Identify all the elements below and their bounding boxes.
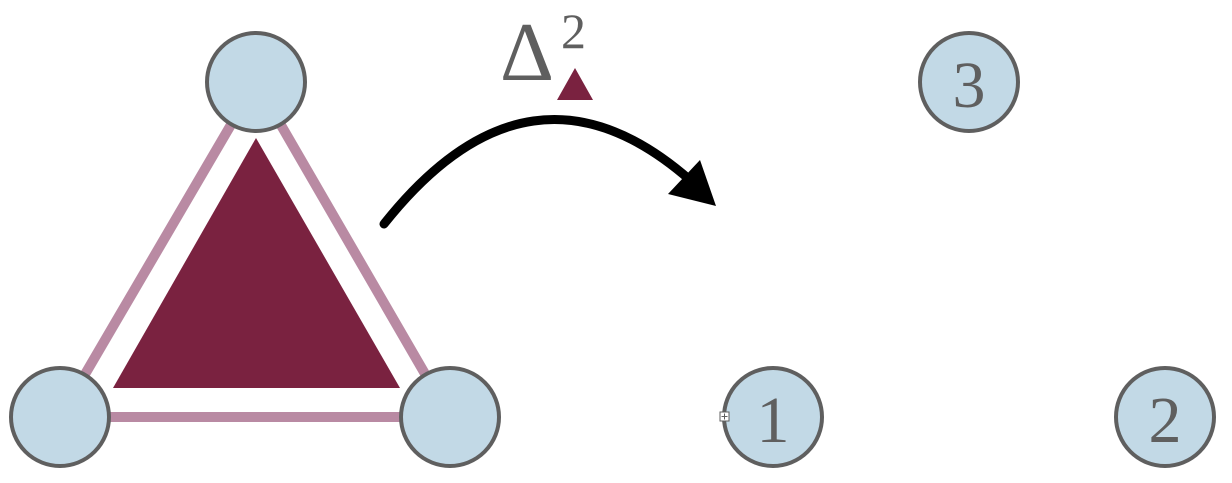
filled-triangle xyxy=(113,138,400,388)
edge-left xyxy=(55,79,261,420)
output-vertex-3: 3 xyxy=(918,31,1020,133)
output-vertex-2: 2 xyxy=(1114,366,1216,468)
transform-arrow xyxy=(379,115,716,229)
output-vertices: 3 1 2 xyxy=(719,31,1216,468)
input-simplex xyxy=(9,31,501,468)
vertex-bottom-left xyxy=(9,366,111,468)
small-triangle-icon xyxy=(557,68,593,100)
delta-symbol: Δ xyxy=(500,6,554,99)
arrow-curve xyxy=(379,115,695,229)
arrow-head-icon xyxy=(668,160,716,206)
anchor-handle-icon xyxy=(719,411,730,422)
vertex-bottom-right xyxy=(399,366,501,468)
output-vertex-label: 3 xyxy=(953,49,986,122)
output-vertex-1: 1 xyxy=(719,366,824,468)
vertex-top xyxy=(205,31,307,133)
delta-exponent: 2 xyxy=(561,3,586,59)
edge-right xyxy=(251,79,455,420)
output-vertex-label: 2 xyxy=(1149,384,1182,457)
output-vertex-label: 1 xyxy=(757,384,790,457)
operator-label: Δ 2 xyxy=(500,3,593,100)
